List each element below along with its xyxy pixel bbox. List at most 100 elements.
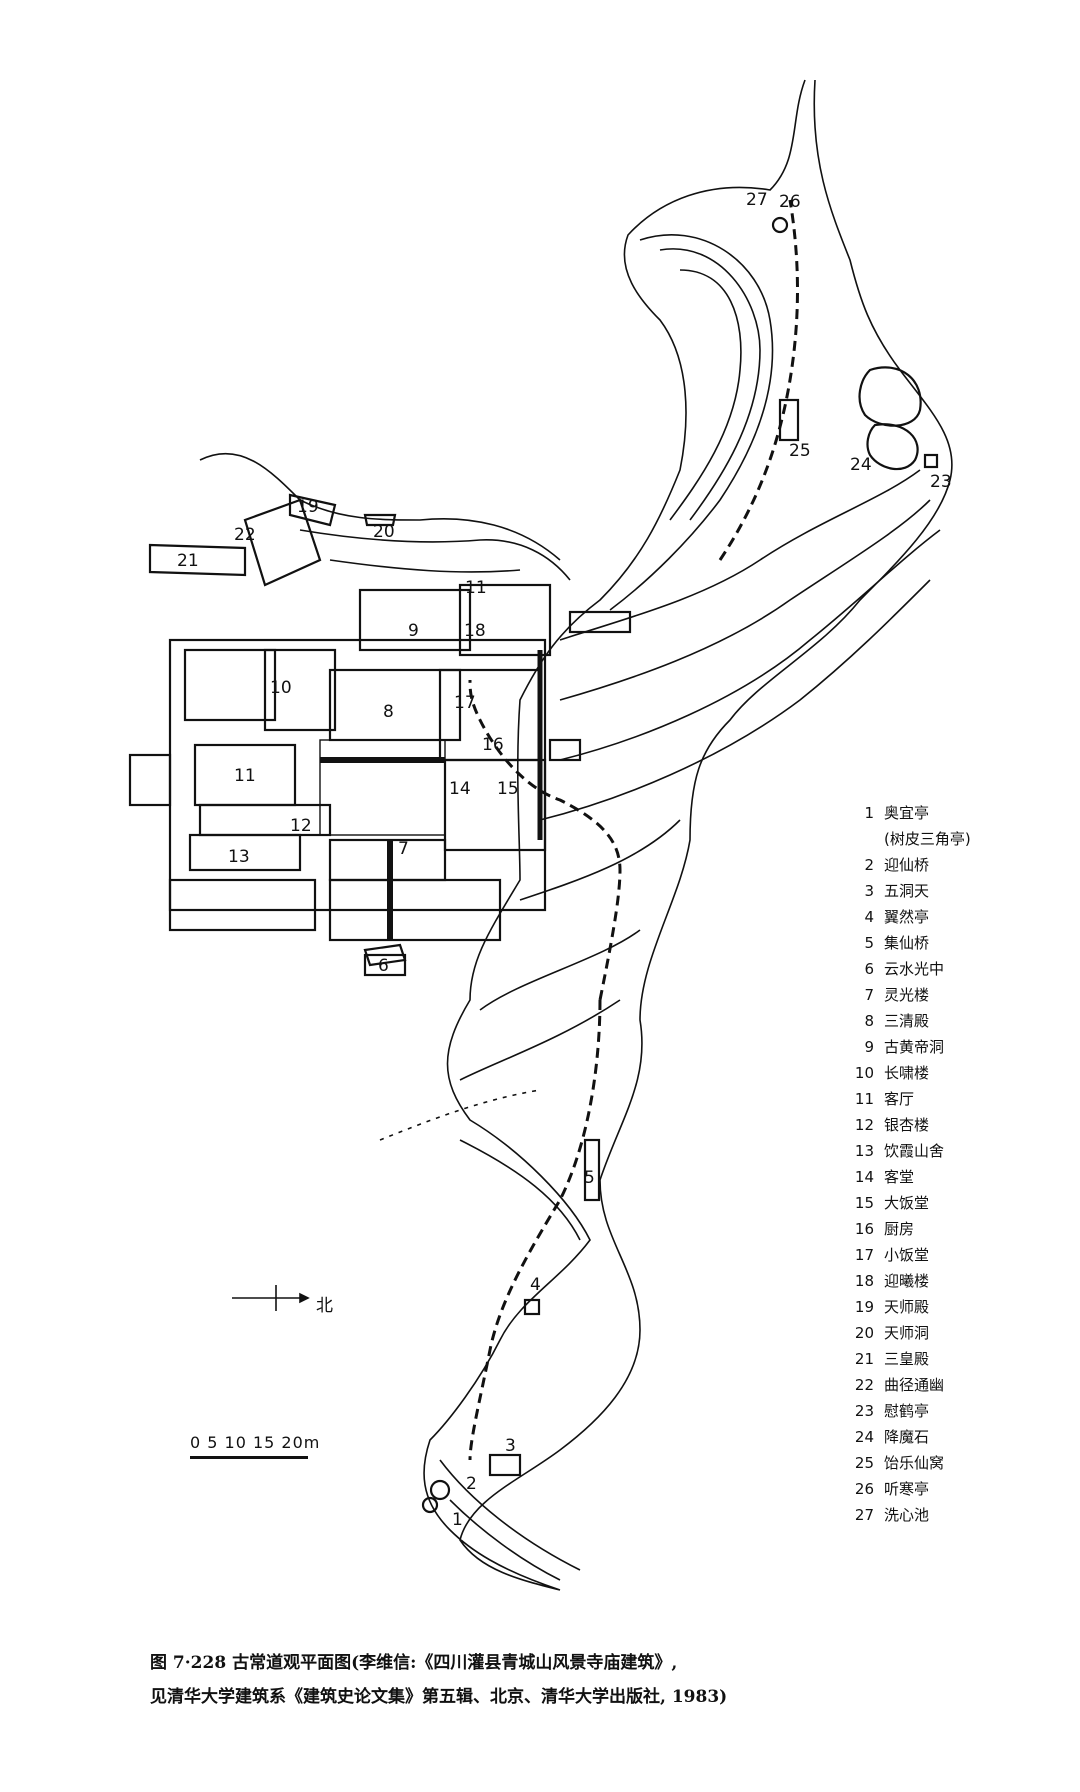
building-block: [778, 398, 800, 442]
legend-number: 21: [854, 1350, 874, 1368]
legend-number: 25: [854, 1454, 874, 1472]
plan-labels: 1 2 3 4 5 6 7 8 9 10 11 11 12 13 14 15 1…: [177, 190, 952, 1530]
legend-number: 26: [854, 1480, 874, 1498]
legend-number: 8: [864, 1012, 874, 1030]
legend-number: 2: [864, 856, 874, 874]
plan-label: 1: [452, 1510, 463, 1530]
legend-name: 长啸楼: [884, 1064, 930, 1082]
terrain-outline: [423, 79, 953, 1591]
caption-line-1: 图 7·228 古常道观平面图(李维信:《四川灌县青城山风景寺庙建筑》,: [150, 1653, 678, 1673]
pavilion: [923, 453, 939, 469]
legend-name: 听寒亭: [884, 1480, 930, 1498]
contour: [439, 1459, 581, 1571]
legend-name: 三皇殿: [884, 1350, 930, 1368]
contour: [459, 999, 621, 1081]
legend-number: 22: [854, 1376, 874, 1394]
legend-subtitle: (树皮三角亭): [884, 830, 971, 848]
contour: [329, 559, 521, 573]
plan-label: 8: [383, 702, 394, 722]
plan-label: 11: [234, 766, 256, 786]
legend-name: 曲径通幽: [884, 1376, 945, 1394]
boulder: [866, 423, 919, 471]
pavilion: [771, 216, 789, 234]
building-block: [358, 588, 472, 652]
legend-number: 5: [864, 934, 874, 952]
building-block: [488, 1453, 522, 1477]
legend-number: 3: [864, 882, 874, 900]
octagonal-pavilion: [128, 753, 172, 807]
contour: [659, 248, 761, 521]
contour: [539, 579, 931, 821]
plan-label: 22: [234, 525, 256, 545]
legend-item: 10 长啸楼: [852, 1060, 1072, 1086]
north-east-group: [363, 216, 939, 1514]
scale-bar: [190, 1456, 308, 1459]
plan-label: 12: [290, 816, 312, 836]
legend-name: 奥宜亭: [884, 804, 930, 822]
building-block: [263, 648, 337, 732]
contour: [449, 1499, 561, 1581]
legend-number: 11: [854, 1090, 874, 1108]
caption-line-2: 见清华大学建筑系《建筑史论文集》第五辑、北京、清华大学出版社, 1983): [150, 1687, 728, 1707]
plan-label: 9: [408, 621, 419, 641]
legend-name: 慰鹤亭: [884, 1402, 930, 1420]
upper-left-group: [148, 493, 397, 587]
plan-label: 5: [584, 1168, 595, 1188]
legend-name: 集仙桥: [884, 934, 930, 952]
plan-label: 15: [497, 779, 519, 799]
legend-item: 5 集仙桥: [852, 930, 1072, 956]
legend-name: 翼然亭: [884, 908, 930, 926]
contour: [479, 929, 641, 1011]
legend-number: 19: [854, 1298, 874, 1316]
legend-number: 24: [854, 1428, 874, 1446]
bridge: [583, 1138, 601, 1202]
plan-label: 3: [505, 1436, 516, 1456]
plan-label: 4: [530, 1275, 541, 1295]
legend-name: 天师洞: [884, 1324, 930, 1342]
plan-label: 16: [482, 735, 504, 755]
plan-label: 14: [449, 779, 471, 799]
legend-item: 26 听寒亭: [852, 1476, 1072, 1502]
legend-number: 13: [854, 1142, 874, 1160]
legend-name: 古黄帝洞: [884, 1038, 945, 1056]
legend-name: 灵光楼: [884, 986, 930, 1004]
building-block: [243, 498, 322, 587]
legend-name: 小饭堂: [884, 1246, 930, 1264]
legend-number: 1: [864, 804, 874, 822]
building-block: [458, 583, 552, 657]
figure-caption: 图 7·228 古常道观平面图(李维信:《四川灌县青城山风景寺庙建筑》, 见清华…: [150, 1646, 1030, 1714]
legend-number: 27: [854, 1506, 874, 1524]
footpath: [718, 199, 799, 561]
contour: [559, 529, 941, 761]
legend-item: 22 曲径通幽: [852, 1372, 1072, 1398]
plan-label: 27: [746, 190, 768, 210]
contour: [559, 499, 931, 701]
legend-item: 1 奥宜亭: [852, 800, 1072, 826]
boulder: [858, 366, 922, 427]
plan-label: 21: [177, 551, 199, 571]
plan-label: 23: [930, 472, 952, 492]
building-block: [443, 758, 547, 852]
legend-number: 10: [854, 1064, 874, 1082]
legend-name: 银杏楼: [884, 1116, 930, 1134]
pavilion: [523, 1298, 541, 1316]
courtyard: [319, 739, 446, 836]
legend-number: 15: [854, 1194, 874, 1212]
contour: [669, 269, 742, 521]
legend-item: 21 三皇殿: [852, 1346, 1072, 1372]
north-arrow: [232, 1285, 310, 1311]
plan-label: 2: [466, 1474, 477, 1494]
building-block: [328, 668, 462, 742]
legend-number: 6: [864, 960, 874, 978]
contour: [559, 469, 921, 641]
